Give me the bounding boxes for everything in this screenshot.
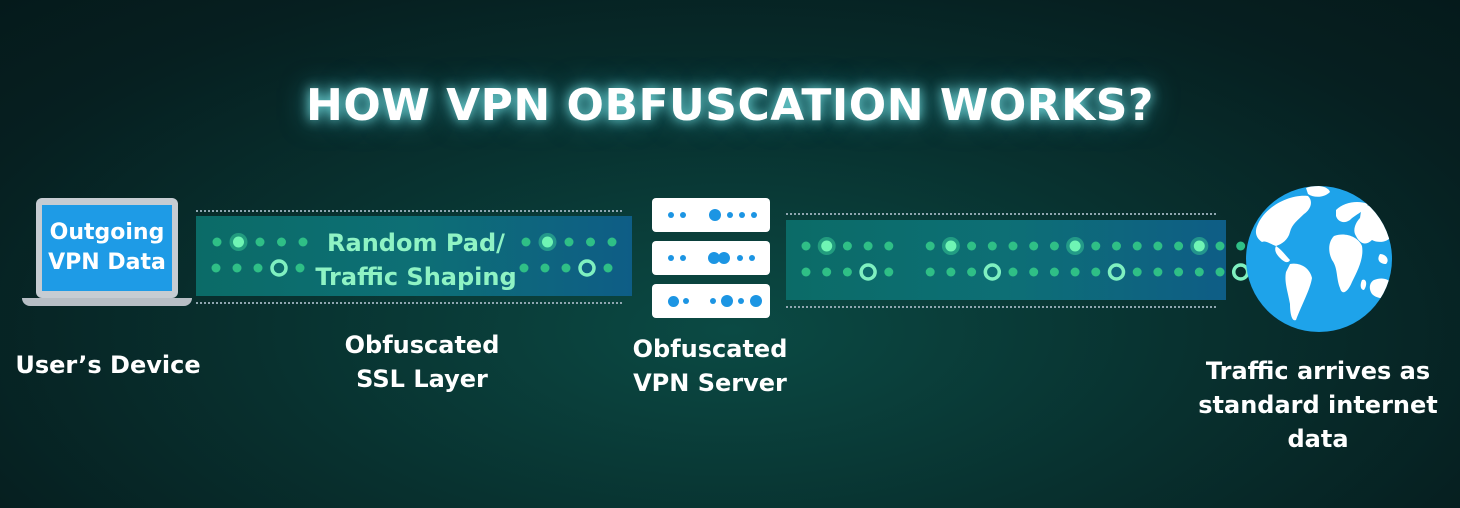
server-label-line1: Obfuscated [632,335,788,363]
laptop-screen: Outgoing VPN Data [36,198,178,298]
device-label: User’s Device [15,351,201,379]
server-unit-bottom [652,284,770,318]
globe-icon [1246,186,1392,332]
screen-text-line1: Outgoing [49,220,165,245]
server-unit-middle [652,241,770,275]
page-title: HOW VPN OBFUSCATION WORKS? [306,80,1154,131]
tunnel-right-bottom-border [786,306,1216,308]
tunnel-left-text-line2: Traffic Shaping [315,263,517,291]
internet-label-line1: Traffic arrives as [1205,357,1431,385]
screen-text-line2: VPN Data [48,250,166,275]
internet-label-line3: data [1287,425,1349,453]
tunnel-left-top-border [196,210,622,212]
ssl-label-line1: Obfuscated [344,331,500,359]
tunnel-left-text-line1: Random Pad/ [327,229,505,257]
tunnel-left [196,216,632,296]
internet-label-line2: standard internet [1198,391,1438,419]
server-unit-top [652,198,770,232]
tunnel-left-bottom-border [196,302,622,304]
tunnel-right [786,220,1226,300]
tunnel-right-top-border [786,213,1216,215]
server-label-line2: VPN Server [633,369,787,397]
laptop-display: Outgoing VPN Data [42,205,172,291]
laptop-base [22,298,192,306]
ssl-label-line2: SSL Layer [356,365,488,393]
